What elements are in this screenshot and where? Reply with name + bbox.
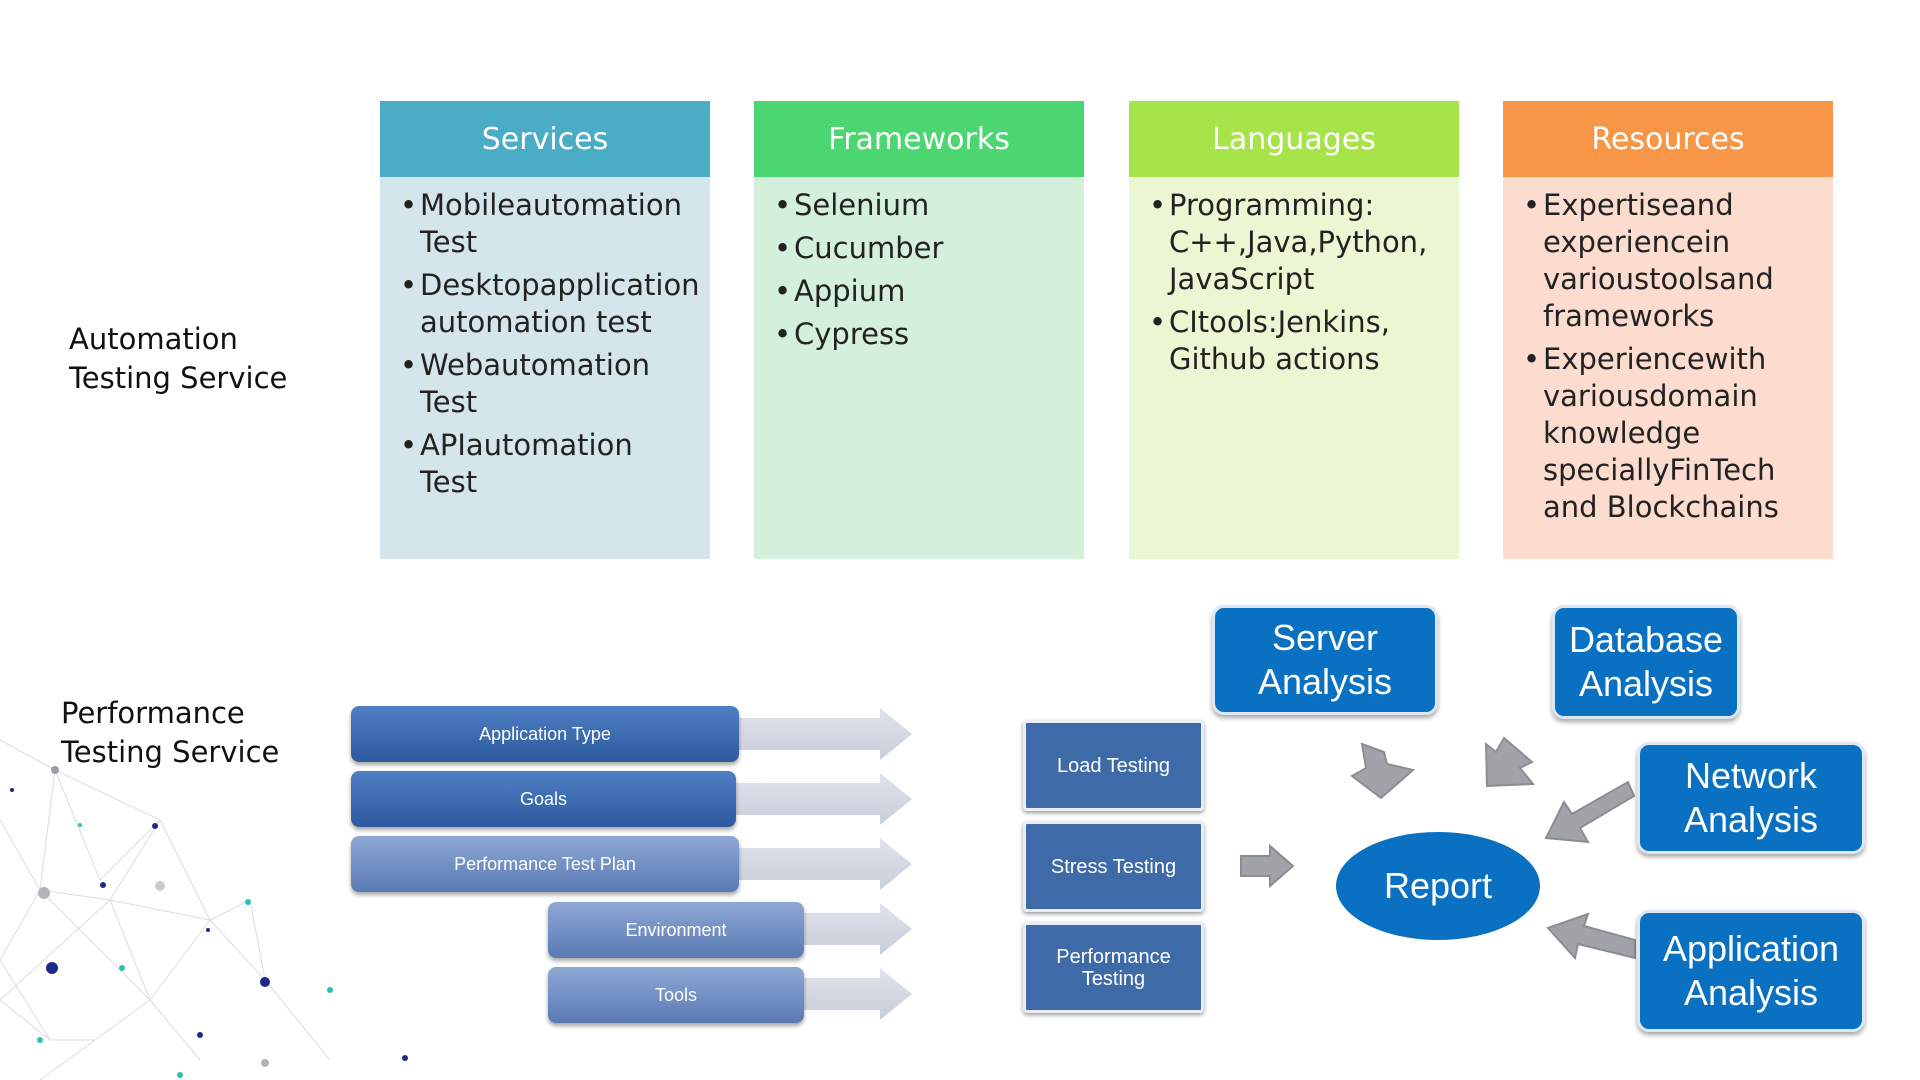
process-step-tools: Tools	[548, 967, 804, 1023]
database-analysis-box: Database Analysis	[1552, 605, 1740, 719]
resources-body: Expertiseand experiencein varioustoolsan…	[1503, 177, 1833, 559]
list-item: Cucumber	[774, 230, 1070, 267]
arrow-down-left-icon	[1484, 736, 1536, 788]
languages-header: Languages	[1129, 101, 1459, 177]
process-step-environment: Environment	[548, 902, 804, 958]
report-ellipse: Report	[1336, 832, 1540, 940]
list-item: Expertiseand experiencein varioustoolsan…	[1523, 187, 1819, 335]
stress-testing-box: Stress Testing	[1023, 821, 1204, 912]
network-analysis-box: Network Analysis	[1637, 742, 1865, 854]
languages-body: Programming: C++,Java,Python, JavaScript…	[1129, 177, 1459, 559]
automation-section-label: Automation Testing Service	[69, 322, 288, 395]
frameworks-header: Frameworks	[754, 101, 1084, 177]
performance-testing-box: Performance Testing	[1023, 922, 1204, 1013]
languages-column: Languages Programming: C++,Java,Python, …	[1129, 101, 1459, 559]
application-analysis-box: Application Analysis	[1637, 910, 1865, 1032]
services-column: Services Mobileautomation Test Desktopap…	[380, 101, 710, 559]
arrow-left-icon	[1544, 780, 1636, 844]
list-item: Desktopapplication automation test	[400, 267, 700, 341]
process-step-application-type: Application Type	[351, 706, 739, 762]
frameworks-column: Frameworks Selenium Cucumber Appium Cypr…	[754, 101, 1084, 559]
chevron-arrow-icon	[780, 903, 912, 955]
resources-column: Resources Expertiseand experiencein vari…	[1503, 101, 1833, 559]
chevron-arrow-icon	[780, 968, 912, 1020]
arrow-right-icon	[1240, 843, 1295, 889]
chevron-arrow-icon	[700, 838, 912, 890]
arrow-down-icon	[1350, 742, 1416, 800]
list-item: Experiencewith variousdomain knowledge s…	[1523, 341, 1819, 526]
services-body: Mobileautomation Test Desktopapplication…	[380, 177, 710, 559]
frameworks-body: Selenium Cucumber Appium Cypress	[754, 177, 1084, 559]
list-item: Cypress	[774, 316, 1070, 353]
list-item: Selenium	[774, 187, 1070, 224]
chevron-arrow-icon	[700, 773, 912, 825]
server-analysis-box: Server Analysis	[1212, 605, 1438, 715]
arrow-left-icon	[1546, 912, 1636, 961]
services-header: Services	[380, 101, 710, 177]
process-step-goals: Goals	[351, 771, 736, 827]
load-testing-box: Load Testing	[1023, 720, 1204, 811]
list-item: Mobileautomation Test	[400, 187, 696, 261]
list-item: Appium	[774, 273, 1070, 310]
chevron-arrow-icon	[700, 708, 912, 760]
performance-section-label: Performance Testing Service	[61, 696, 280, 769]
process-step-test-plan: Performance Test Plan	[351, 836, 739, 892]
resources-header: Resources	[1503, 101, 1833, 177]
network-decoration	[0, 739, 408, 1080]
list-item: CItools:Jenkins, Github actions	[1149, 304, 1445, 378]
list-item: Programming: C++,Java,Python, JavaScript	[1149, 187, 1445, 298]
list-item: Webautomation Test	[400, 347, 696, 421]
list-item: APIautomation Test	[400, 427, 696, 501]
